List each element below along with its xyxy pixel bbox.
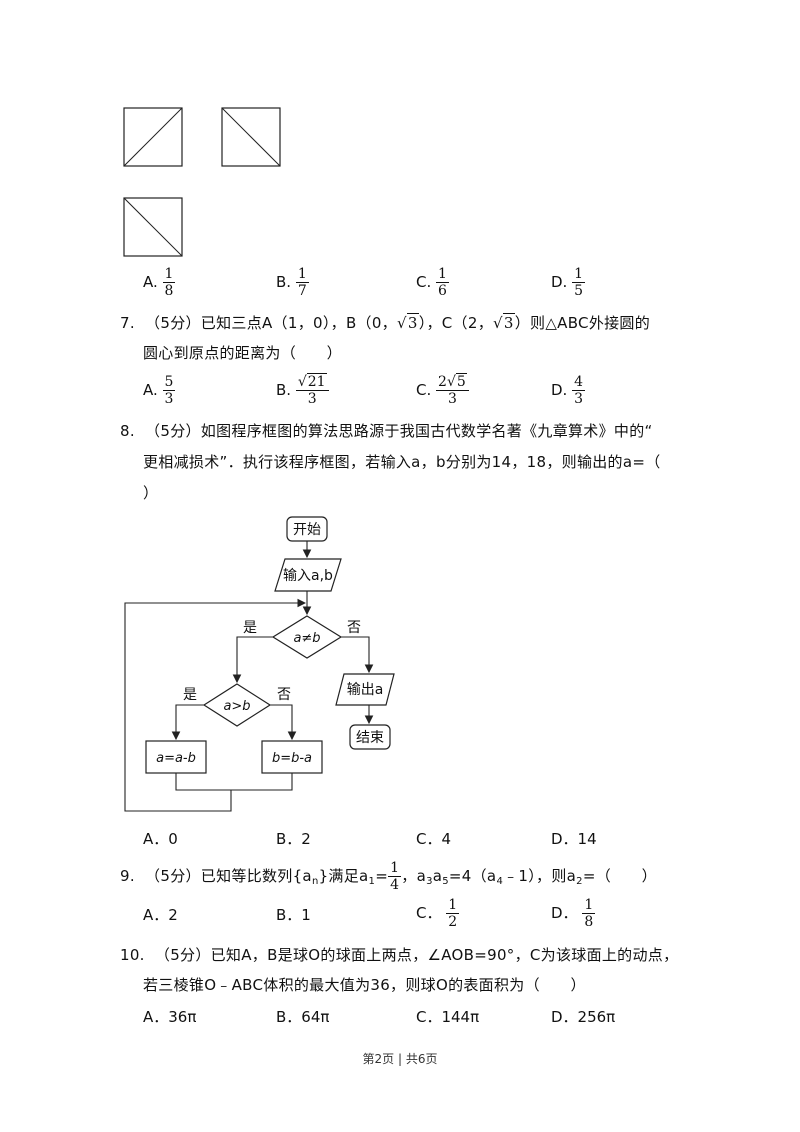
flow-end: 结束 bbox=[356, 730, 384, 746]
q10-question-line1: 10. （5分）已知A，B是球O的球面上两点，∠AOB=90°，C为该球面上的动… bbox=[120, 946, 679, 964]
q6-option-d-label: D. bbox=[551, 273, 568, 291]
q6-figures bbox=[123, 107, 281, 257]
sqrt-symbol: √3 bbox=[396, 313, 419, 332]
flow-no2: 否 bbox=[277, 687, 291, 703]
q7-question-line1: 7. （5分）已知三点A（1，0），B（0，√3），C（2，√3）则△ABC外接… bbox=[120, 313, 651, 332]
q10-option-c[interactable]: C．144π bbox=[416, 1008, 480, 1026]
q9-option-b[interactable]: B．1 bbox=[276, 906, 311, 924]
flow-input: 输入a,b bbox=[283, 568, 333, 584]
flow-yes2: 是 bbox=[183, 687, 197, 703]
flow-yes1: 是 bbox=[243, 620, 257, 636]
q8-option-a[interactable]: A．0 bbox=[143, 830, 178, 848]
square-figure-3 bbox=[123, 197, 183, 257]
q10-question-line2: 若三棱锥O﹣ABC体积的最大值为36，则球O的表面积为（ ） bbox=[143, 976, 586, 994]
flow-assign-left: a=a-b bbox=[156, 751, 196, 766]
flow-cond1: a≠b bbox=[293, 631, 320, 646]
q8-option-b[interactable]: B．2 bbox=[276, 830, 311, 848]
flow-assign-right: b=b-a bbox=[272, 751, 312, 766]
q7-question-line2: 圆心到原点的距离为（ ） bbox=[143, 344, 342, 362]
q6-option-c-label: C. bbox=[416, 273, 432, 291]
q9-option-a[interactable]: A．2 bbox=[143, 906, 178, 924]
page-footer: 第2页 | 共6页 bbox=[362, 1052, 438, 1066]
q10-option-b[interactable]: B．64π bbox=[276, 1008, 330, 1026]
flow-output: 输出a bbox=[347, 682, 384, 698]
q8-option-c[interactable]: C．4 bbox=[416, 830, 452, 848]
flow-cond2: a>b bbox=[223, 699, 250, 714]
q8-question-line2: 更相减损术”．执行该程序框图，若输入a，b分别为14，18，则输出的a=（ bbox=[143, 453, 661, 471]
sqrt-symbol: √3 bbox=[493, 313, 515, 332]
q8-question-line1: 8. （5分）如图程序框图的算法思路源于我国古代数学名著《九章算术》中的“ bbox=[120, 422, 653, 440]
q10-option-d[interactable]: D．256π bbox=[551, 1008, 616, 1026]
q6-option-a-label: A. bbox=[143, 273, 158, 291]
q10-option-a[interactable]: A．36π bbox=[143, 1008, 197, 1026]
q6-option-b-label: B. bbox=[276, 273, 292, 291]
square-figure-2 bbox=[221, 107, 281, 167]
flow-start: 开始 bbox=[293, 522, 321, 538]
q8-option-d[interactable]: D．14 bbox=[551, 830, 597, 848]
flow-no1: 否 bbox=[347, 620, 361, 636]
q8-question-line3: ） bbox=[143, 484, 159, 502]
square-figure-1 bbox=[123, 107, 183, 167]
q8-flowchart: 开始 输入a,b a≠b a>b 是 否 是 否 输出a 结束 a=a-b b=… bbox=[124, 516, 395, 812]
